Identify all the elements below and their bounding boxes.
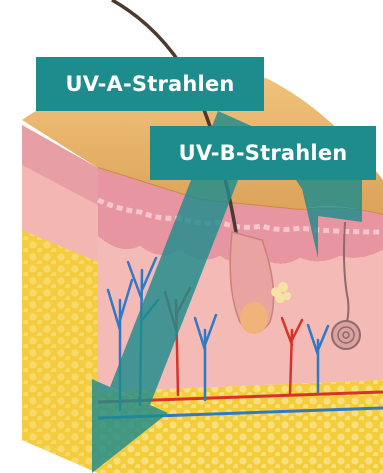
uv-a-label: UV-A-Strahlen [36, 57, 264, 111]
skin-block-left-face [22, 125, 98, 473]
uv-b-label: UV-B-Strahlen [150, 126, 376, 180]
